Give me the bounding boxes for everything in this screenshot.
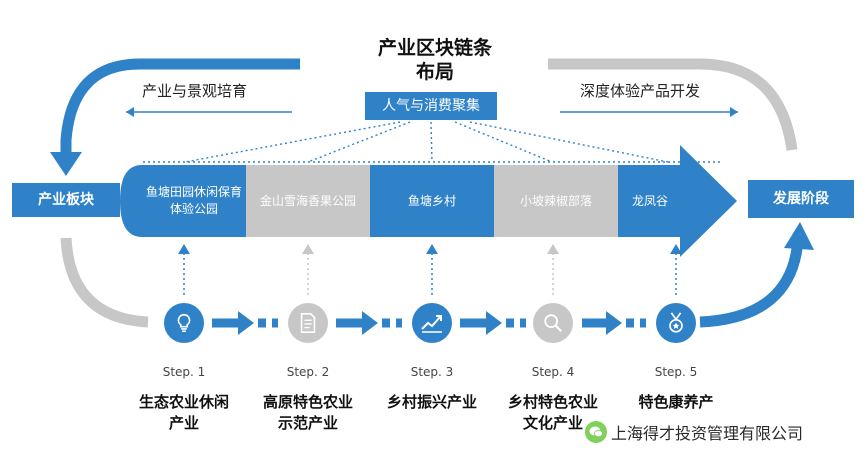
segment-label: 龙凤谷: [631, 193, 668, 208]
medal-icon: [669, 312, 683, 333]
segment-label: 鱼塘田园休闲保育体验公园: [145, 185, 242, 216]
right-curve-arrow: [548, 58, 798, 151]
segment-label: 金山雪海香果公园: [259, 193, 356, 208]
step-1-circle: [164, 303, 204, 343]
step-1-text: 生态农业休闲产业: [138, 393, 229, 432]
left-curve-arrow: [60, 58, 300, 158]
right-flow-label: 深度体验产品开发: [580, 82, 701, 100]
bottom-right-curve-arrow: [699, 239, 804, 328]
industry-sector-box: 产业板块: [12, 183, 120, 217]
development-stage-box: 发展阶段: [748, 180, 854, 218]
segment-jinshan-park: 金山雪海香果公园: [246, 165, 370, 237]
step-3-text: 乡村振兴产业: [386, 393, 477, 411]
step-3-label: Step. 3: [410, 365, 454, 379]
step-4-text: 乡村特色农业文化产业: [507, 393, 598, 432]
magnifier-icon: [544, 314, 563, 333]
consumption-box: 人气与消费聚集: [365, 92, 497, 120]
segment-chili-tribe: 小坡辣椒部落: [494, 165, 618, 237]
step-2-circle: [288, 303, 328, 343]
segment-fishpond-park: 鱼塘田园休闲保育体验公园: [142, 165, 246, 237]
bottom-left-curve: [60, 237, 149, 328]
watermark-text: 上海得才投资管理有限公司: [611, 424, 804, 443]
step-5-circle: [656, 303, 696, 343]
step-4-label: Step. 4: [531, 365, 575, 379]
step-2-label: Step. 2: [286, 365, 330, 379]
title-line-1: 产业区块链条: [377, 37, 492, 59]
document-icon: [300, 313, 316, 333]
step-4-circle: [533, 303, 573, 343]
step-2-text: 高原特色农业示范产业: [262, 393, 353, 432]
growth-chart-icon: [421, 315, 442, 333]
diagram-title: 产业区块链条 布局: [340, 36, 530, 84]
step-up-arrows: [178, 244, 682, 295]
segment-label: 鱼塘乡村: [407, 193, 456, 208]
title-line-2: 布局: [415, 61, 454, 83]
main-arrow-head: [680, 145, 737, 257]
company-watermark: 上海得才投资管理有限公司: [585, 420, 803, 444]
step-5-label: Step. 5: [654, 365, 698, 379]
wechat-logo-icon: [585, 421, 607, 443]
left-flow-label: 产业与景观培育: [142, 82, 248, 100]
segment-fishpond-village: 鱼塘乡村: [370, 165, 494, 237]
lightbulb-icon: [177, 313, 191, 333]
step-5-text: 特色康养产: [638, 393, 714, 411]
segment-longfeng-valley: 龙凤谷: [618, 165, 682, 237]
segment-label: 小坡辣椒部落: [519, 193, 592, 208]
step-1-label: Step. 1: [162, 365, 206, 379]
step-3-circle: [412, 303, 452, 343]
